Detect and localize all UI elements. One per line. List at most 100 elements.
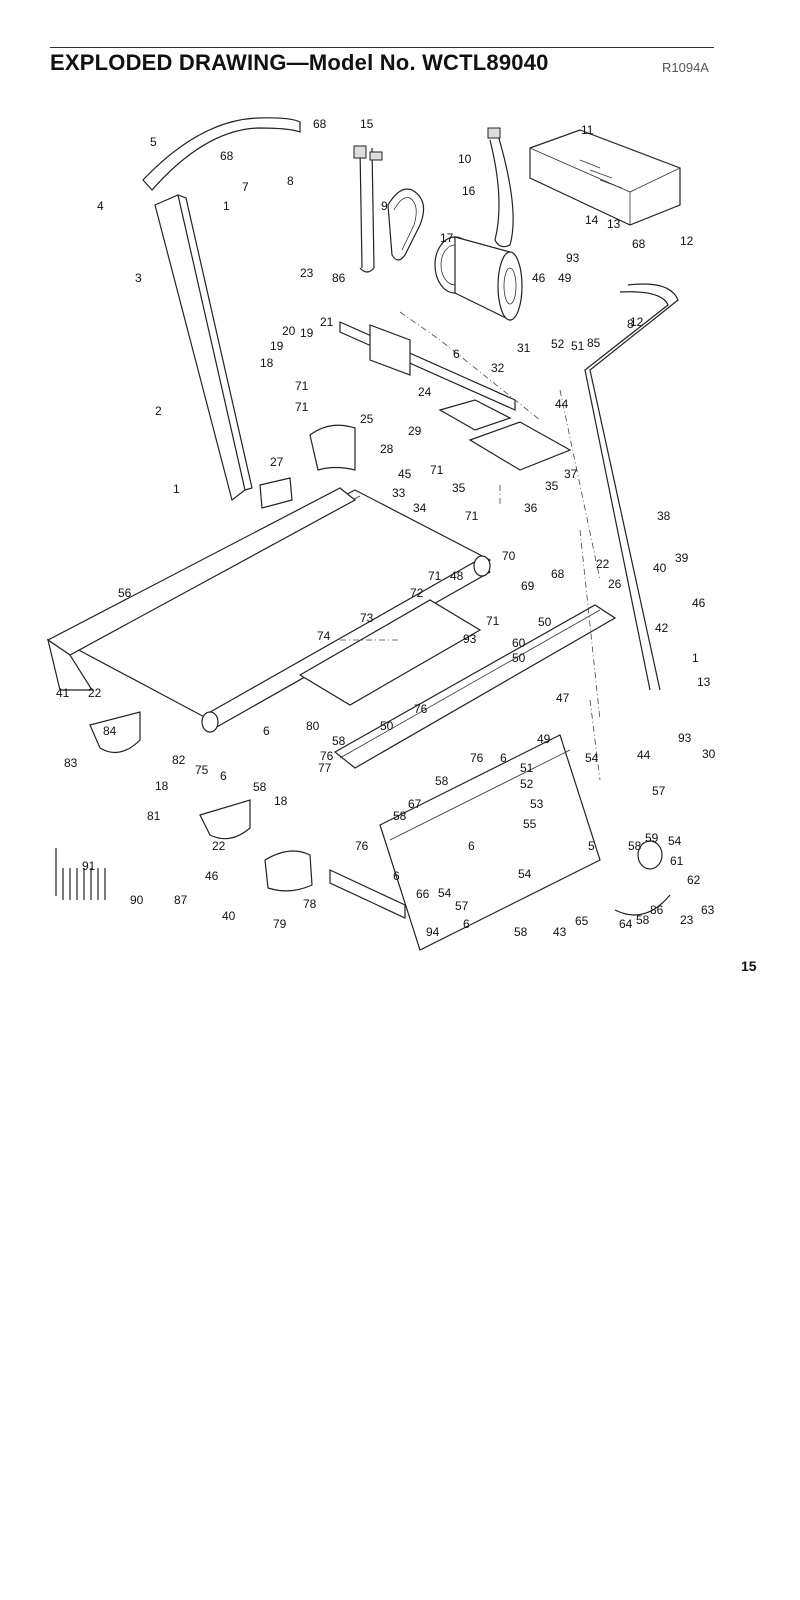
callout: 83 [64, 756, 78, 770]
callout: 64 [619, 917, 633, 931]
callout: 54 [668, 834, 682, 848]
callout: 18 [155, 779, 169, 793]
callout: 58 [332, 734, 346, 748]
callout: 77 [318, 761, 332, 775]
callout: 49 [537, 732, 551, 746]
callout: 2 [155, 404, 162, 418]
callout: 50 [538, 615, 552, 629]
callout: 72 [410, 586, 424, 600]
callout: 50 [512, 651, 526, 665]
callout: 6 [453, 347, 460, 361]
callout: 94 [426, 925, 440, 939]
side-rail-56 [46, 487, 357, 691]
callout: 10 [458, 152, 472, 166]
header-rule [50, 47, 714, 48]
callout: 12 [680, 234, 694, 248]
callout: 41 [56, 686, 70, 700]
callout: 36 [524, 501, 538, 515]
callout: 70 [502, 549, 516, 563]
callout: 58 [253, 780, 267, 794]
callout: 71 [465, 509, 479, 523]
callout: 61 [670, 854, 684, 868]
callout: 73 [360, 611, 374, 625]
callout: 58 [628, 839, 642, 853]
callout: 68 [313, 117, 327, 131]
callout: 69 [521, 579, 535, 593]
callout: 44 [637, 748, 651, 762]
callout: 55 [523, 817, 537, 831]
callout: 6 [468, 839, 475, 853]
callout: 93 [678, 731, 692, 745]
callout: 68 [220, 149, 234, 163]
callout: 81 [147, 809, 161, 823]
callout: 49 [558, 271, 572, 285]
callout: 57 [455, 899, 469, 913]
callout: 16 [462, 184, 476, 198]
callout: 14 [585, 213, 599, 227]
callout: 71 [295, 400, 309, 414]
callout: 85 [587, 336, 601, 350]
motor-31 [434, 236, 523, 321]
callout: 53 [530, 797, 544, 811]
callout: 18 [260, 356, 274, 370]
callout: 79 [273, 917, 287, 931]
callout: 6 [500, 751, 507, 765]
side-rail-47 [333, 604, 617, 769]
callout: 93 [566, 251, 580, 265]
callout: 76 [470, 751, 484, 765]
callout: 57 [652, 784, 666, 798]
callout: 71 [430, 463, 444, 477]
callout: 48 [450, 569, 464, 583]
callout: 13 [607, 217, 621, 231]
callout: 29 [408, 424, 422, 438]
callout: 22 [212, 839, 226, 853]
callout: 5 [150, 135, 157, 149]
hood-73 [298, 599, 482, 706]
callout: 6 [263, 724, 270, 738]
page-number: 15 [741, 958, 757, 974]
left-handrail [142, 117, 301, 191]
bracket-27 [259, 477, 293, 509]
callout: 60 [512, 636, 526, 650]
callout: 56 [118, 586, 132, 600]
callout: 19 [270, 339, 284, 353]
callout: 47 [556, 691, 570, 705]
callout: 78 [303, 897, 317, 911]
callout: 51 [571, 339, 585, 353]
callout: 91 [82, 859, 96, 873]
callout: 58 [393, 809, 407, 823]
callout: 68 [551, 567, 565, 581]
callout: 34 [413, 501, 427, 515]
page-title: EXPLODED DRAWING—Model No. WCTL89040 [50, 50, 549, 75]
callout: 52 [551, 337, 565, 351]
callout: 46 [205, 869, 219, 883]
callout: 32 [491, 361, 505, 375]
callout: 87 [174, 893, 188, 907]
callout: 75 [195, 763, 209, 777]
callout: 68 [632, 237, 646, 251]
callout: 23 [680, 913, 694, 927]
callout: 26 [608, 577, 622, 591]
callout: 24 [418, 385, 432, 399]
callout: 71 [428, 569, 442, 583]
frame-24 [339, 321, 516, 411]
board-37 [468, 421, 572, 471]
callout: 71 [486, 614, 500, 628]
callout: 20 [282, 324, 296, 338]
callout: 71 [295, 379, 309, 393]
callout: 18 [274, 794, 288, 808]
callout: 80 [306, 719, 320, 733]
callout: 13 [697, 675, 711, 689]
callout: 59 [645, 831, 659, 845]
cord-10 [487, 127, 514, 248]
callout: 76 [320, 749, 334, 763]
callout: 40 [653, 561, 667, 575]
drawing-code: R1094A [662, 60, 709, 75]
callout: 40 [222, 909, 236, 923]
callout: 58 [636, 913, 650, 927]
callout: 46 [692, 596, 706, 610]
callout: 67 [408, 797, 422, 811]
callout: 25 [360, 412, 374, 426]
callout: 54 [585, 751, 599, 765]
callout: 1 [173, 482, 180, 496]
